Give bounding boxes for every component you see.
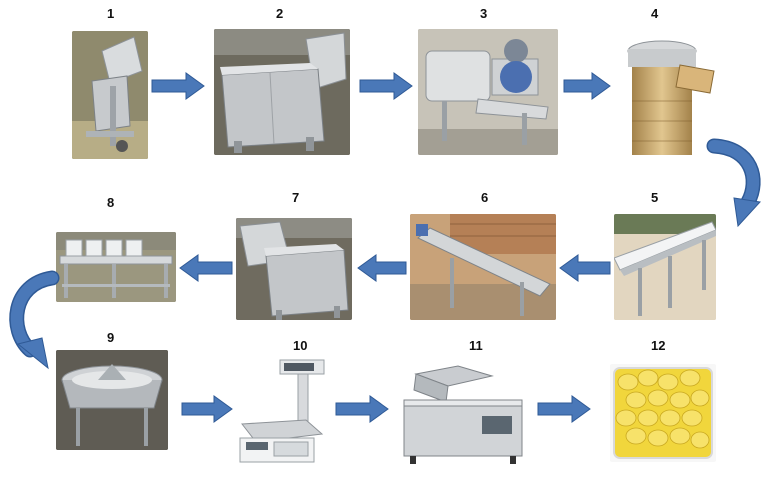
step-number-9: 9 (107, 330, 115, 345)
flow-arrow-9-to-10 (181, 395, 233, 423)
step-number-5: 5 (651, 190, 659, 205)
step-number-12: 12 (651, 338, 666, 353)
step-3-peeler-image (418, 29, 558, 155)
step-6-screw-conveyor-image (410, 214, 556, 320)
step-7-washer-tank-image (236, 218, 352, 320)
step-5-belt-conveyor-image (614, 214, 716, 320)
step-12-packaged-product-image (610, 364, 716, 462)
step-number-4: 4 (651, 6, 659, 21)
step-number-8: 8 (107, 195, 115, 210)
step-8-inspection-table-image (56, 232, 176, 302)
flow-arrow-5-to-6 (559, 254, 611, 282)
step-number-2: 2 (276, 6, 284, 21)
flow-arrow-3-to-4 (563, 72, 611, 100)
step-number-11: 11 (469, 338, 483, 353)
step-9-rotary-table-image (56, 350, 168, 450)
flow-arrow-7-to-8 (179, 254, 233, 282)
flow-arrow-1-to-2 (151, 72, 205, 100)
step-4-cutter-image (614, 31, 718, 155)
flow-arrow-10-to-11 (335, 395, 389, 423)
flow-arrow-11-to-12 (537, 395, 591, 423)
flow-arrow-4-to-5-curved (706, 138, 762, 232)
step-11-vacuum-packer-image (398, 364, 528, 466)
step-number-7: 7 (292, 190, 300, 205)
step-2-washer-tank-image (214, 29, 350, 155)
step-number-3: 3 (480, 6, 488, 21)
step-1-bin-tipper-image (72, 31, 148, 159)
step-number-1: 1 (107, 6, 115, 21)
flow-arrow-2-to-3 (359, 72, 413, 100)
step-number-10: 10 (293, 338, 308, 353)
flow-arrow-6-to-7 (357, 254, 407, 282)
step-10-weighing-scale-image (234, 354, 326, 468)
flow-arrow-8-to-9-curved (6, 270, 60, 372)
step-number-6: 6 (481, 190, 489, 205)
